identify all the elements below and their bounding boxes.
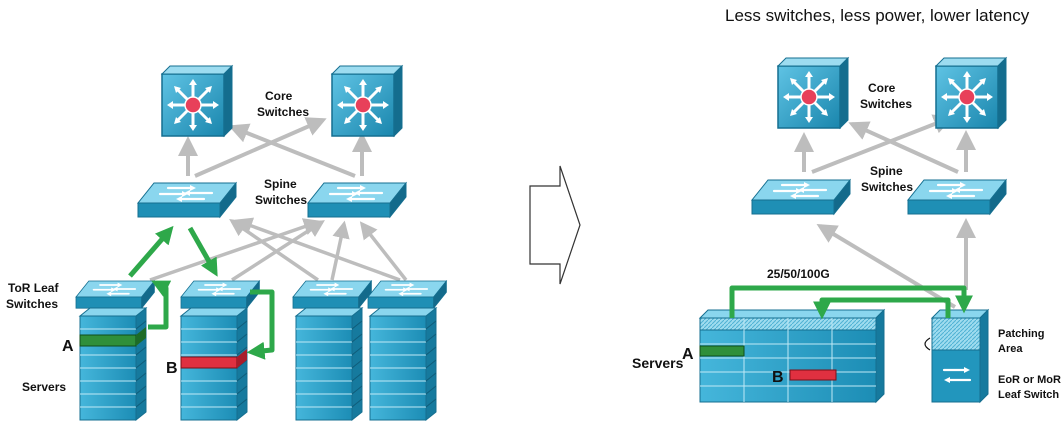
left-tor-switch-2 [180, 280, 261, 310]
right-leaf-label-2: Leaf Switch [998, 389, 1059, 401]
left-spine-switch-1 [136, 181, 238, 219]
left-green-path [128, 225, 275, 360]
left-marker-a: A [62, 338, 74, 355]
right-leaf-label-1: EoR or MoR [998, 374, 1061, 386]
left-rack-4 [369, 307, 437, 421]
right-link-speed: 25/50/100G [767, 267, 830, 281]
right-eor-leaf-switch [924, 308, 990, 404]
right-spine-label-2: Switches [861, 180, 913, 194]
left-rack-1 [79, 307, 147, 421]
right-core-switch-2 [934, 56, 1008, 130]
right-green-path [729, 285, 973, 320]
left-rack-3 [295, 307, 363, 421]
left-tor-label-1: ToR Leaf [8, 281, 59, 295]
left-spine-core-links [178, 117, 372, 178]
left-core-switch-1 [160, 64, 234, 138]
right-patching-label-2: Area [998, 343, 1023, 355]
right-servers-label: Servers [632, 355, 684, 371]
right-spine-switch-2 [906, 178, 1008, 216]
left-marker-b: B [166, 360, 178, 377]
left-tor-switch-3 [292, 280, 373, 310]
right-spine-core-links [794, 114, 976, 174]
left-server-a-side [136, 327, 146, 346]
right-patching-label-1: Patching [998, 328, 1044, 340]
transition-arrow-icon [529, 165, 581, 285]
patch-cable-icon [924, 337, 931, 351]
left-tor-switch-4 [367, 280, 448, 310]
left-server-racks [79, 307, 437, 421]
right-server-a [699, 345, 745, 357]
left-spine-label-2: Switches [255, 193, 307, 207]
left-server-a [79, 334, 137, 347]
right-core-label-2: Switches [860, 97, 912, 111]
right-spine-label-1: Spine [870, 164, 903, 178]
left-server-b-side [237, 349, 247, 368]
left-tor-switches [75, 280, 448, 310]
left-spine-switch-2 [306, 181, 408, 219]
left-leaf-spine-links [149, 217, 408, 282]
right-marker-b: B [772, 369, 784, 386]
right-server-b [789, 369, 837, 381]
right-title: Less switches, less power, lower latency [725, 6, 1030, 25]
left-core-label-1: Core [265, 89, 293, 103]
right-core-label-1: Core [868, 81, 896, 95]
left-spine-label-1: Spine [264, 177, 297, 191]
left-core-label-2: Switches [257, 105, 309, 119]
right-core-switch-1 [776, 56, 850, 130]
left-core-switch-2 [330, 64, 404, 138]
left-servers-label: Servers [22, 380, 66, 394]
right-topology: Less switches, less power, lower latency [632, 6, 1061, 404]
left-tor-label-2: Switches [6, 297, 58, 311]
leaf-switch-arrows-icon [942, 368, 972, 382]
left-server-b [180, 356, 238, 369]
right-spine-switch-1 [750, 178, 852, 216]
right-marker-a: A [682, 346, 694, 363]
left-topology: Core Switches Spine Switches ToR Leaf Sw… [6, 64, 448, 421]
right-leaf-spine-links [816, 218, 976, 309]
left-tor-switch-1 [75, 280, 156, 310]
